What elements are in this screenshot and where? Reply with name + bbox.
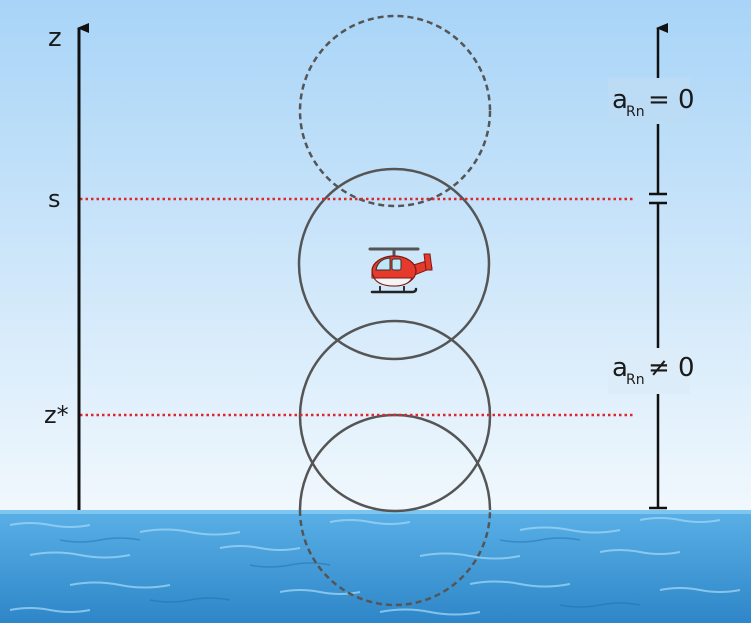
helicopter-icon <box>368 247 433 294</box>
circle-upper <box>297 167 491 361</box>
formula-upper: a Rn = 0 <box>612 85 695 120</box>
svg-text:≠ 0: ≠ 0 <box>648 353 695 383</box>
z-star-label: z* <box>44 401 69 429</box>
svg-text:a: a <box>612 353 628 383</box>
z-axis-label: z <box>48 23 62 53</box>
s-level-label: s <box>48 185 61 213</box>
sky-background <box>0 0 751 512</box>
formula-lower: a Rn ≠ 0 <box>612 353 695 388</box>
svg-text:Rn: Rn <box>626 104 645 120</box>
svg-text:Rn: Rn <box>626 372 645 388</box>
circle-top <box>298 14 492 208</box>
svg-text:= 0: = 0 <box>648 85 695 115</box>
water-surface <box>0 510 751 623</box>
svg-text:a: a <box>612 85 628 115</box>
